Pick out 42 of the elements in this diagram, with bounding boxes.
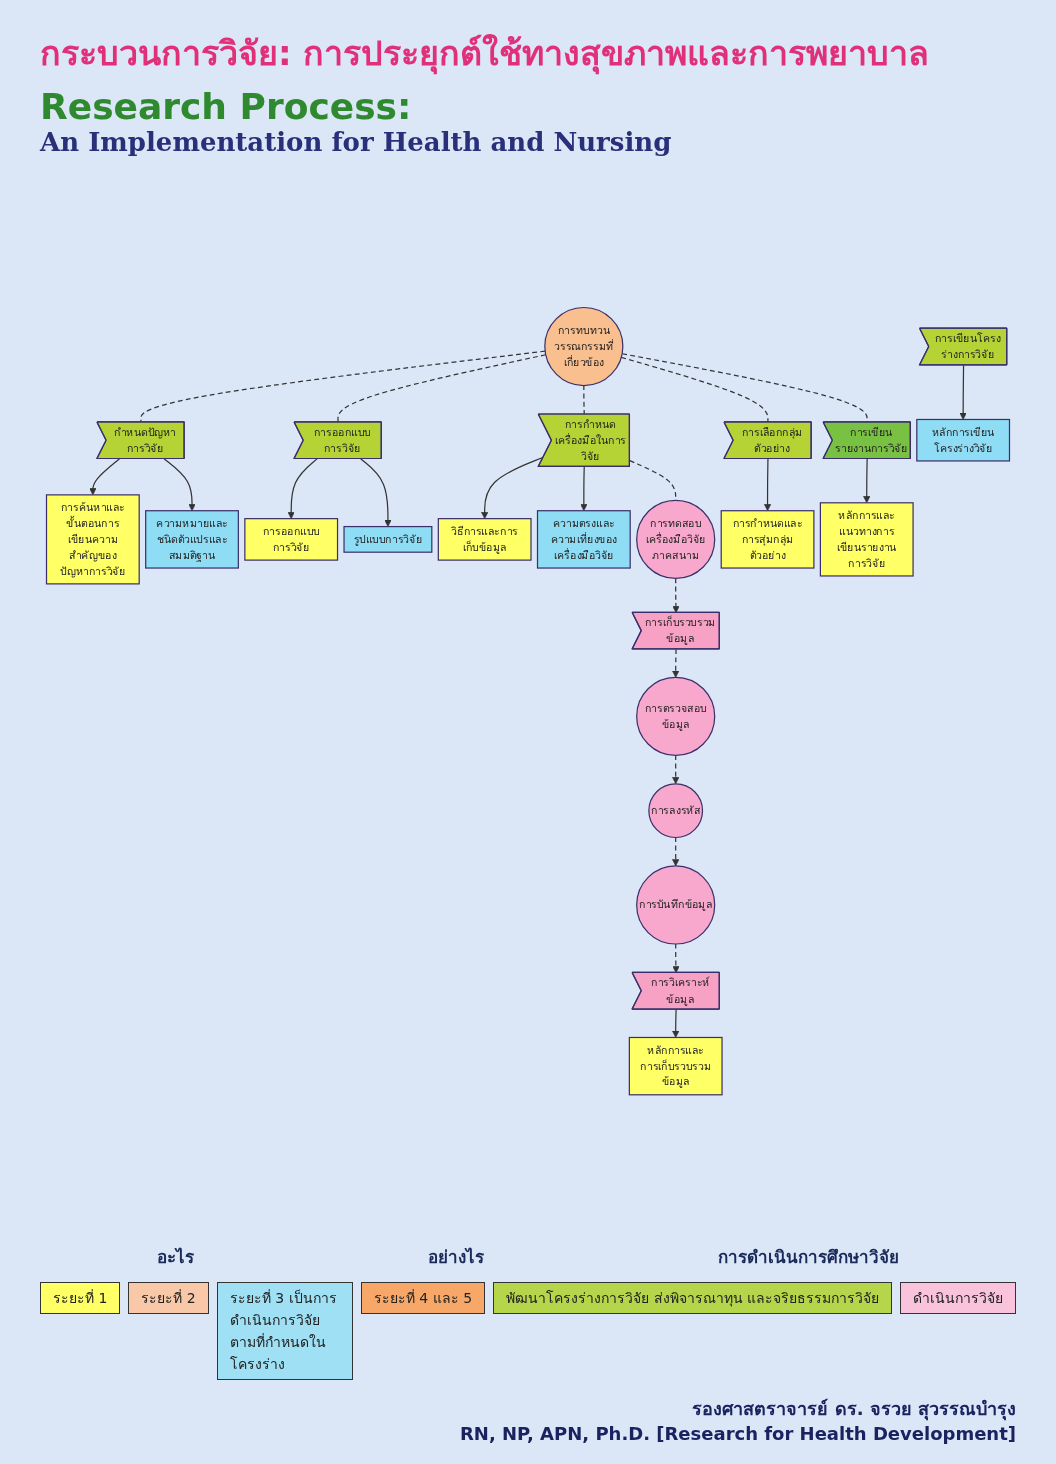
node-box: หลักการและการเก็บรวบรวมข้อมูล [628, 1036, 723, 1096]
arrow [863, 458, 871, 503]
arrow [672, 648, 680, 678]
arrow [959, 364, 967, 420]
node-circle: การตรวจสอบข้อมูล [636, 676, 716, 756]
node-circle: การทดสอบเครื่องมือวิจัยภาคสนาม [636, 499, 716, 579]
arrow [287, 458, 318, 519]
legend-item: ระยะที่ 3 เป็นการดำเนินการวิจัยตามที่กำหนดในโครงร่าง [216, 1282, 353, 1380]
node-box: รูปแบบการวิจัย [343, 525, 433, 553]
legend-item: ระยะที่ 2 [128, 1282, 209, 1314]
arrow [672, 754, 680, 785]
node-box: การกำหนดและการสุ่มกลุ่มตัวอย่าง [720, 509, 815, 569]
legend-item: ดำเนินการวิจัย [900, 1282, 1016, 1314]
arrow [580, 466, 588, 511]
node-circle: การทบทวนวรรณกรรมที่เกี่ยวข้อง [544, 306, 624, 386]
node-box: วิธีการและการเก็บข้อมูล [437, 517, 532, 561]
brace-label: อย่างไร [428, 1246, 484, 1269]
legend-item: ระยะที่ 4 และ 5 [360, 1282, 486, 1314]
node-box: หลักการและแนวทางการเขียนรายงานการวิจัย [819, 502, 914, 577]
arrow [163, 458, 196, 511]
arrow [672, 836, 680, 867]
author-credentials: RN, NP, APN, Ph.D. [Research for Health Development] [459, 1423, 1016, 1444]
arrow [89, 458, 120, 496]
arrow [763, 458, 772, 511]
node-box: การออกแบบการวิจัย [244, 517, 339, 561]
english-title: Research Process: [40, 86, 413, 127]
arrow [672, 1008, 680, 1038]
node-box: ความตรงและความเที่ยงของเครื่องมือวิจัย [536, 509, 631, 569]
arrow [672, 577, 680, 613]
author-name: รองศาสตราจารย์ ดร. จรวย สุวรรณบำรุง [691, 1397, 1016, 1423]
brace-label: อะไร [157, 1246, 194, 1269]
title: กระบวนการวิจัย: การประยุกต์ใช้ทางสุขภาพและการพยาบาล [40, 32, 931, 77]
node-box: ความหมายและชนิดตัวแปรและสมมติฐาน [145, 509, 239, 569]
legend-item: พัฒนาโครงร่างการวิจัย ส่งพิจารณาทุน และจริยธรรมการวิจัย [493, 1282, 892, 1314]
brace-label: การดำเนินการศึกษาวิจัย [718, 1246, 899, 1269]
node-circle: การลงรหัส [648, 783, 704, 838]
node-box: หลักการเขียนโครงร่างวิจัย [916, 418, 1011, 462]
node-box: การค้นหาและขั้นตอนการเขียนความสำคัญของปัญหาการวิจัย [45, 494, 140, 585]
english-subtitle: An Implementation for Health and Nursing [40, 127, 673, 157]
legend-item: ระยะที่ 1 [40, 1282, 121, 1314]
arrow [360, 458, 392, 527]
node-circle: การบันทึกข้อมูล [636, 865, 716, 945]
